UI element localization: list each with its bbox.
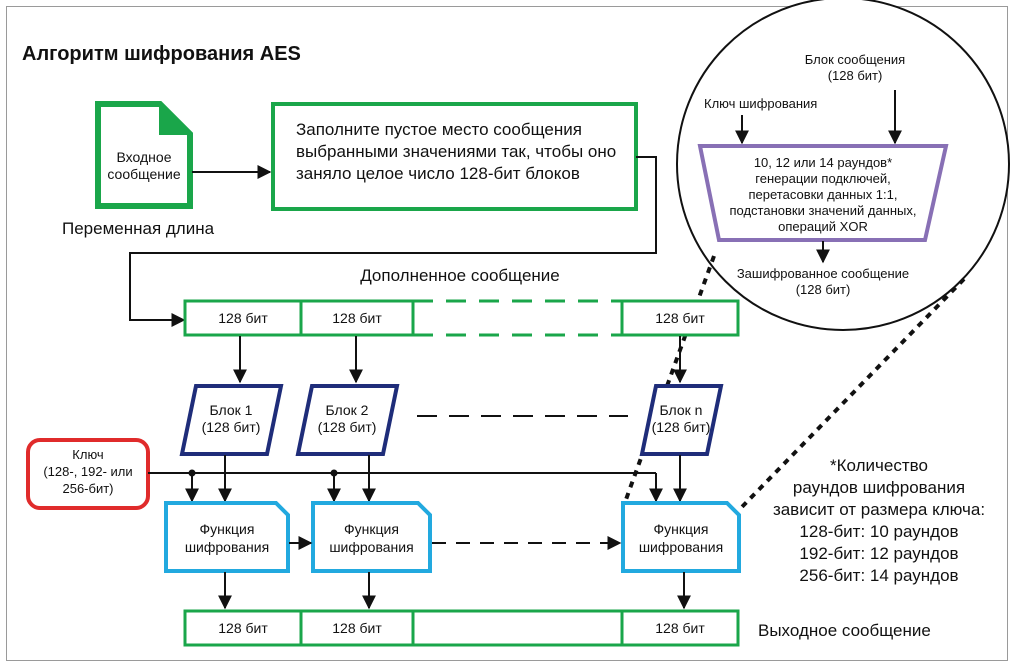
input-doc-label: Входное сообщение xyxy=(98,149,190,183)
padded-block-2-label: 128 бит xyxy=(332,310,382,326)
block-2-title: Блок 2 xyxy=(325,402,369,418)
zoom-result-line2: (128 бит) xyxy=(795,282,851,297)
process-line-4: подстановки значений данных, xyxy=(729,203,917,218)
encrypt-fn-2-label: Функция шифрования xyxy=(313,520,430,556)
block-n-shape xyxy=(639,384,724,456)
zoom-process-text: 10, 12 или 14 раундов* генерации подключ… xyxy=(700,155,946,235)
diagram-frame xyxy=(6,6,1008,661)
encrypt-fn-2-line1: Функция xyxy=(344,521,399,537)
page-fold-icon xyxy=(159,104,190,135)
block-n-size: (128 бит) xyxy=(651,419,711,435)
encrypt-fn-n-line2: шифрования xyxy=(638,539,724,555)
process-line-1: 10, 12 или 14 раундов* xyxy=(753,155,893,170)
process-trapezoid xyxy=(697,144,949,242)
key-label: Ключ (128-, 192- или 256-бит) xyxy=(28,446,148,497)
zoom-result-label: Зашифрованное сообщение (128 бит) xyxy=(718,266,928,298)
rounds-note: *Количество раундов шифрования зависит о… xyxy=(766,455,992,587)
block-1-shape xyxy=(179,384,284,456)
input-doc-line2: сообщение xyxy=(107,166,181,182)
block-2-label: Блок 2 (128 бит) xyxy=(302,402,392,436)
zoom-connector-left xyxy=(622,255,716,506)
output-block-n-label: 128 бит xyxy=(655,620,705,636)
encrypt-fn-n-line1: Функция xyxy=(653,521,709,537)
block-n-title: Блок n xyxy=(659,402,703,418)
zoom-msg-block-line1: Блок сообщения xyxy=(804,52,906,67)
padded-message-label: Дополненное сообщение xyxy=(360,266,560,285)
process-line-5: операций XOR xyxy=(778,219,868,234)
encrypt-fn-1-label: Функция шифрования xyxy=(166,520,288,556)
rounds-note-line2: раундов шифрования xyxy=(792,478,966,497)
rounds-note-item-256: 256-бит: 14 раундов xyxy=(799,566,959,585)
zoom-msg-block-line2: (128 бит) xyxy=(827,68,883,83)
key-sizes-line1: (128-, 192- или xyxy=(43,464,133,479)
process-line-3: перетасовки данных 1:1, xyxy=(748,187,898,202)
padded-message-bar xyxy=(183,299,740,337)
arrow-padding-to-blocks xyxy=(129,156,657,327)
encrypt-fn-1-shape xyxy=(164,501,290,573)
block-1-size: (128 бит) xyxy=(201,419,261,435)
input-doc-line1: Входное xyxy=(116,149,172,165)
block-2-size: (128 бит) xyxy=(317,419,377,435)
encrypt-fn-1-line1: Функция xyxy=(199,521,255,537)
block-1-label: Блок 1 (128 бит) xyxy=(186,402,276,436)
output-message-label: Выходное сообщение xyxy=(758,621,931,640)
block-1-title: Блок 1 xyxy=(209,402,253,418)
output-block-2-label: 128 бит xyxy=(332,620,382,636)
page-title: Алгоритм шифрования AES xyxy=(22,43,301,65)
padding-box xyxy=(271,102,638,211)
zoom-connector-right xyxy=(736,277,966,513)
zoom-result-line1: Зашифрованное сообщение xyxy=(736,266,910,281)
key-sizes-line2: 256-бит) xyxy=(62,481,114,496)
block-n-label: Блок n (128 бит) xyxy=(640,402,722,436)
rounds-note-line1: *Количество xyxy=(830,456,928,475)
block-2-shape xyxy=(295,384,400,456)
padding-instruction: Заполните пустое место сообщения выбранн… xyxy=(296,120,617,183)
encrypt-fn-1-line2: шифрования xyxy=(184,539,270,555)
encrypt-fn-n-label: Функция шифрования xyxy=(623,520,739,556)
process-line-2: генерации подключей, xyxy=(755,171,891,186)
key-title: Ключ xyxy=(72,447,104,462)
padded-block-1-label: 128 бит xyxy=(218,310,268,326)
output-message-bar xyxy=(183,609,740,647)
zoom-key-label: Ключ шифрования xyxy=(704,96,818,111)
rounds-note-line3: зависит от размера ключа: xyxy=(772,500,986,519)
rounds-note-item-128: 128-бит: 10 раундов xyxy=(799,522,959,541)
encrypt-fn-2-line2: шифрования xyxy=(329,539,414,555)
encrypt-fn-2-shape xyxy=(311,501,432,573)
encrypt-fn-n-shape xyxy=(621,501,741,573)
padded-block-n-label: 128 бит xyxy=(655,310,705,326)
rounds-note-item-192: 192-бит: 12 раундов xyxy=(799,544,959,563)
zoom-msg-block-label: Блок сообщения (128 бит) xyxy=(780,52,930,84)
output-block-1-label: 128 бит xyxy=(218,620,268,636)
input-doc-caption: Переменная длина xyxy=(62,219,215,238)
